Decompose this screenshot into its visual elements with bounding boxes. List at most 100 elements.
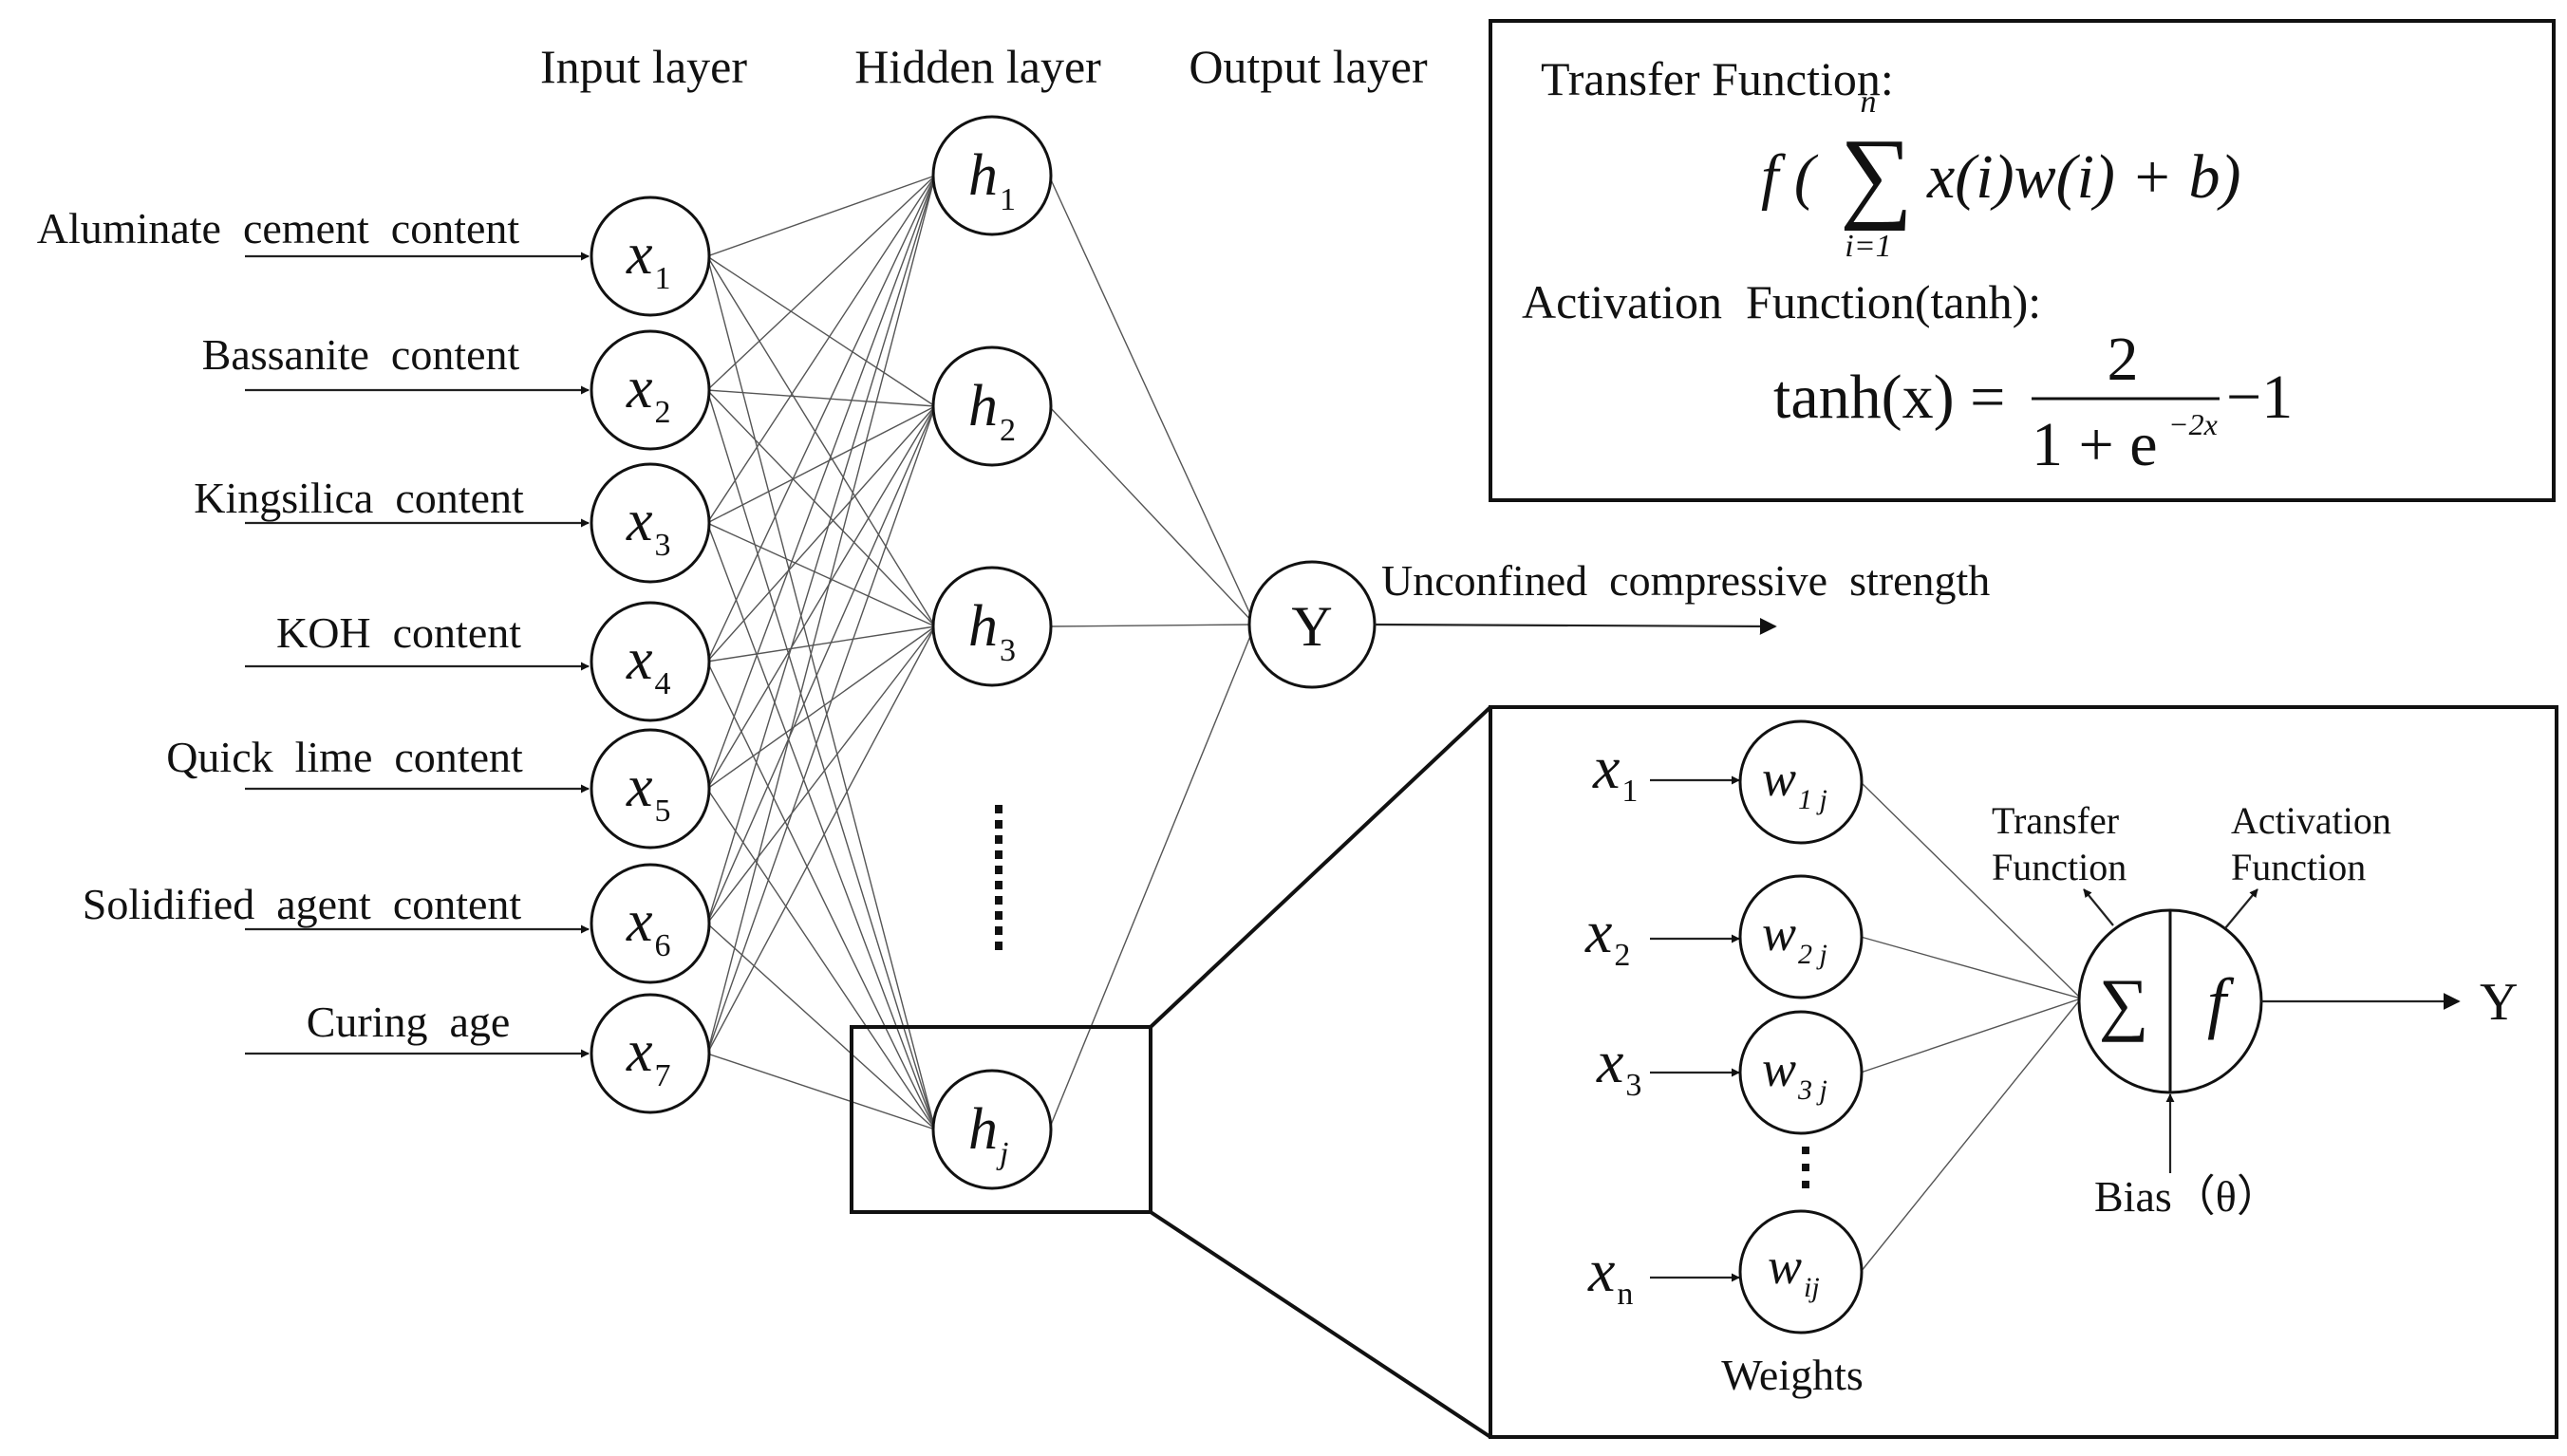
edge-x1-h2 [706, 255, 936, 407]
hidden-ellipsis-dots [995, 805, 1002, 950]
hidden-node-h3: h3 [931, 566, 1053, 687]
transfer-sum-upper: n [1861, 84, 1877, 120]
weight-node-w2j: w2 j [1738, 874, 1864, 999]
neuron-input-x2: x2 [1584, 898, 1630, 973]
weight-line-4 [1860, 998, 2082, 1273]
edge-x5-h1 [706, 175, 936, 790]
edge-x5-h4 [706, 788, 936, 1130]
hj-highlight-box [850, 1025, 1152, 1214]
edge-x4-h4 [706, 661, 936, 1130]
input-node-x1: x1 [590, 196, 711, 317]
edge-x6-h3 [706, 625, 936, 924]
input-label-solidified-agent: Solidified agent content [83, 880, 522, 928]
transfer-sum-lower: i=1 [1845, 229, 1891, 264]
svg-text:w1 j: w1 j [1762, 750, 1827, 815]
neuron-weight-lines [1860, 781, 2082, 1273]
svg-text:x1: x1 [626, 222, 671, 296]
edge-x2-h3 [706, 389, 936, 627]
zoom-line-top [1149, 705, 1492, 1029]
edge-x5-h2 [706, 405, 936, 790]
edge-x3-h1 [706, 175, 936, 524]
tanh-tail: −1 [2226, 363, 2293, 432]
input-node-x3: x3 [590, 462, 711, 584]
edge-h2-y [1048, 405, 1256, 625]
svg-text:xn: xn [1587, 1237, 1633, 1312]
weights-ellipsis-dots [1802, 1147, 1809, 1188]
input-label-kingsilica: Kingsilica content [194, 474, 524, 522]
weights-label: Weights [1721, 1351, 1864, 1399]
input-node-x6: x6 [590, 863, 711, 984]
tanh-exponent: −2x [2168, 407, 2218, 441]
tanh-lhs: tanh(x) = [1773, 363, 2005, 432]
input-label-koh: KOH content [276, 608, 521, 657]
output-label: Unconfined compressive strength [1381, 556, 1990, 605]
activation-pointer-arrow [2224, 888, 2258, 929]
svg-text:x4: x4 [626, 627, 671, 701]
edge-x4-h2 [706, 405, 936, 663]
output-node-y: Y [1247, 560, 1377, 689]
svg-text:x3: x3 [1596, 1028, 1641, 1103]
edge-x4-h1 [706, 175, 936, 663]
transfer-function-title: Transfer Function: [1541, 52, 1894, 105]
edge-x6-h4 [706, 923, 936, 1130]
hidden-node-h1: h1 [931, 115, 1053, 236]
edge-x1-h4 [706, 255, 936, 1130]
input-label-aluminate-cement: Aluminate cement content [37, 204, 520, 252]
activation-function-label-line2: Function [2231, 846, 2366, 888]
output-layer-title: Output layer [1189, 40, 1428, 93]
svg-text:hj: hj [968, 1097, 1008, 1171]
edge-x7-h1 [706, 175, 936, 1055]
input-label-quick-lime: Quick lime content [166, 733, 523, 781]
neuron-input-x1: x1 [1592, 734, 1638, 809]
transfer-function-label-line2: Function [1992, 846, 2127, 888]
neuron-input-xn: xn [1587, 1237, 1633, 1312]
svg-text:x2: x2 [626, 356, 671, 430]
weight-line-1 [1860, 781, 2082, 999]
svg-text:x2: x2 [1584, 898, 1630, 973]
svg-text:w2 j: w2 j [1762, 905, 1827, 970]
bias-label: Bias（θ） [2094, 1172, 2280, 1221]
summation-activation-node: ∑ f [2077, 908, 2263, 1094]
edge-x3-h2 [706, 405, 936, 524]
input-label-bassanite: Bassanite content [202, 330, 520, 379]
tanh-numerator: 2 [2108, 325, 2139, 394]
svg-text:w3 j: w3 j [1762, 1040, 1827, 1106]
tanh-denominator: 1 + e [2032, 410, 2158, 479]
connection-lines [706, 175, 1256, 1130]
weight-line-3 [1860, 998, 2082, 1073]
edge-x7-h4 [706, 1053, 936, 1130]
weight-node-wij: wij [1738, 1209, 1864, 1335]
edge-x1-h1 [706, 175, 936, 257]
svg-text:x6: x6 [626, 889, 671, 963]
svg-text:wij: wij [1768, 1238, 1820, 1303]
hidden-layer-title: Hidden layer [854, 40, 1101, 93]
edge-h4-y [1048, 624, 1256, 1130]
input-node-x4: x4 [590, 601, 711, 722]
sum-symbol: ∑ [2099, 965, 2149, 1043]
input-node-x7: x7 [590, 993, 711, 1114]
activation-function-label-line1: Activation [2231, 799, 2391, 842]
transfer-sum-symbol: ∑ [1840, 119, 1913, 232]
transfer-body: x(i)w(i) + b) [1926, 142, 2240, 212]
svg-text:x1: x1 [1592, 734, 1638, 809]
edge-x3-h3 [706, 522, 936, 627]
weight-node-w1j: w1 j [1738, 719, 1864, 845]
svg-text:x5: x5 [626, 755, 671, 829]
weight-node-w3j: w3 j [1738, 1010, 1864, 1135]
edge-x6-h2 [706, 405, 936, 924]
input-node-x5: x5 [590, 728, 711, 849]
edge-x7-h3 [706, 625, 936, 1055]
edge-x2-h4 [706, 389, 936, 1130]
hidden-node-h2: h2 [931, 345, 1053, 467]
input-label-curing-age: Curing age [307, 998, 511, 1046]
svg-text:h1: h1 [968, 143, 1016, 217]
edge-h3-y [1048, 624, 1256, 627]
edge-x5-h3 [706, 625, 936, 790]
input-feature-arrows [245, 252, 590, 1058]
edge-x1-h3 [706, 255, 936, 627]
svg-text:h2: h2 [968, 374, 1016, 448]
edge-x4-h3 [706, 625, 936, 663]
formula-box: Transfer Function: f ( ∑ n i=1 x(i)w(i) … [1489, 19, 2556, 502]
input-node-x2: x2 [590, 329, 711, 451]
